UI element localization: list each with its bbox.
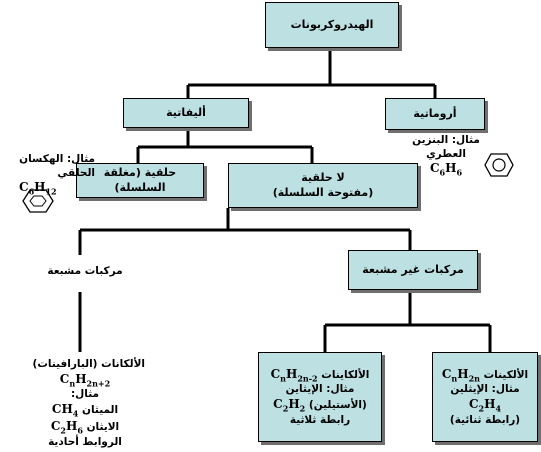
aromatic-example-label: مثال: البنزين [412,134,480,146]
saturated-details: الألكانات (البارافينات) CnH2n+2 مثال: ال… [25,358,145,449]
cyclic-label: حلقية (مغلقة السلسلة) [103,165,177,194]
acyclic-line2: (مفتوحة السلسلة) [272,185,374,199]
single-bond-label: الروابط أحادية [48,435,122,448]
aliphatic-label: أليفاتية [166,105,206,119]
alkanes-label: الألكانات (البارافينات) [32,358,145,370]
cyclic-example-label: مثال: الهكسان الحلقي [19,153,95,179]
methane-name: الميثان [82,404,119,417]
alkynes-label: الألكاينات [321,368,370,381]
alkanes-general-formula: CnH2n+2 [59,371,111,389]
ethane-formula: C2H6 [50,418,83,436]
ethene-formula: C2H4 [468,397,502,414]
benzene-ring-icon [484,153,514,177]
acyclic-line1: لا حلقية [301,170,345,184]
cyclic-example: مثال: الهكسان الحلقي C6H12 [5,153,95,197]
alkenes-example: مثال: الإيثلين [450,383,520,396]
acyclic-box: لا حلقية (مفتوحة السلسلة) [228,163,418,208]
ethane-name: الايثان [86,420,120,433]
alkynes-box: الألكاينات CnH2n-2 مثال: الإيثاين (الأست… [258,352,382,442]
cyclohexane-ring-icon [22,189,54,213]
saturated-label: مركبات مشبعة [40,265,130,279]
double-bond-label: (رابطة ثنائية) [449,413,521,426]
hydrocarbons-root-box: الهيدروكربونات [265,2,399,48]
alkynes-general-formula: CnH2n-2 [270,366,318,383]
alkenes-label: الألكينات [483,368,529,381]
alkenes-box: الألكينات CnH2n مثال: الإيثلين C2H4 (راب… [432,352,538,442]
methane-formula: CH4 [51,402,79,419]
methane-row: الميثان CH4 [25,402,145,419]
hydrocarbons-label: الهيدروكربونات [290,17,374,31]
benzene-formula: C6H6 [429,161,463,178]
unsaturated-box: مركبات غير مشبعة [348,250,478,290]
aromatic-example: مثال: البنزين العطري C6H6 [405,134,487,178]
aromatic-label: أروماتية [413,106,457,120]
triple-bond-label: رابطة ثلاثية [289,413,351,426]
cyclohexane-formula: C6H12 [19,180,57,197]
alkenes-general-formula: CnH2n [441,366,480,383]
alkynes-formula-row: (الأستيلين) C2H2 [273,397,367,414]
alkanes-example-label: مثال: [70,388,100,401]
acetylene-name: (الأستيلين) [308,399,367,411]
alkynes-title-row: الألكاينات CnH2n-2 [271,367,370,384]
alkenes-title-row: الألكينات CnH2n [442,367,528,384]
ethane-row: الايثان C2H6 [25,419,145,436]
alkynes-example: مثال: الإيثاين [285,383,355,396]
aromatic-example-name: العطري [426,147,466,160]
ethyne-formula: C2H2 [273,397,306,414]
aliphatic-box: أليفاتية [123,98,249,128]
aromatic-box: أروماتية [385,98,485,130]
cyclic-box: حلقية (مغلقة السلسلة) [76,163,204,198]
unsaturated-label: مركبات غير مشبعة [362,262,464,276]
